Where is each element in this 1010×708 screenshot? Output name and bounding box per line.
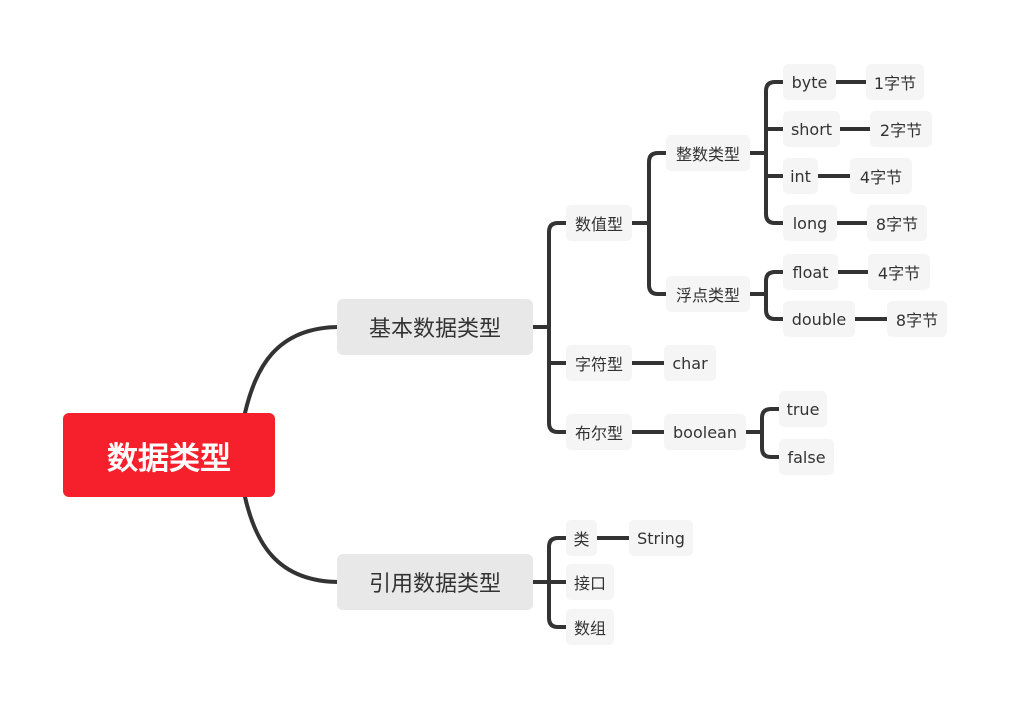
double-size-node[interactable]: 8字节 [887,301,947,337]
root-node[interactable]: 数据类型 [63,413,275,497]
short-type-node[interactable]: short [783,111,840,147]
character-type-node[interactable]: 字符型 [566,345,632,381]
boolean-type-node[interactable]: boolean [664,414,746,450]
connector-root-primitive [243,325,342,415]
connector-integer-fork [764,80,786,225]
connector-boolean-fork [760,407,782,459]
byte-size-node[interactable]: 1字节 [866,64,924,100]
class-node[interactable]: 类 [566,520,597,556]
reference-types-node[interactable]: 引用数据类型 [337,554,533,610]
interface-node[interactable]: 接口 [566,564,614,600]
numeric-type-node[interactable]: 数值型 [566,205,632,241]
integer-type-node[interactable]: 整数类型 [666,135,750,171]
char-type-node[interactable]: char [664,345,716,381]
false-value-node[interactable]: false [779,439,834,475]
floating-type-node[interactable]: 浮点类型 [666,276,750,312]
connector-primitive-fork [547,221,569,434]
int-size-node[interactable]: 4字节 [850,158,912,194]
true-value-node[interactable]: true [779,391,827,427]
connector-reference-fork [547,536,569,629]
connector-floating-fork [764,270,786,321]
long-size-node[interactable]: 8字节 [867,205,927,241]
long-type-node[interactable]: long [783,205,837,241]
connector-root-reference [243,495,342,584]
double-type-node[interactable]: double [783,301,855,337]
float-size-node[interactable]: 4字节 [868,254,930,290]
int-type-node[interactable]: int [783,158,818,194]
short-size-node[interactable]: 2字节 [870,111,932,147]
byte-type-node[interactable]: byte [783,64,836,100]
connector-numeric-fork [647,151,669,296]
float-type-node[interactable]: float [783,254,838,290]
array-node[interactable]: 数组 [566,609,614,645]
string-node[interactable]: String [629,520,693,556]
boolean-category-node[interactable]: 布尔型 [566,414,632,450]
primitive-types-node[interactable]: 基本数据类型 [337,299,533,355]
